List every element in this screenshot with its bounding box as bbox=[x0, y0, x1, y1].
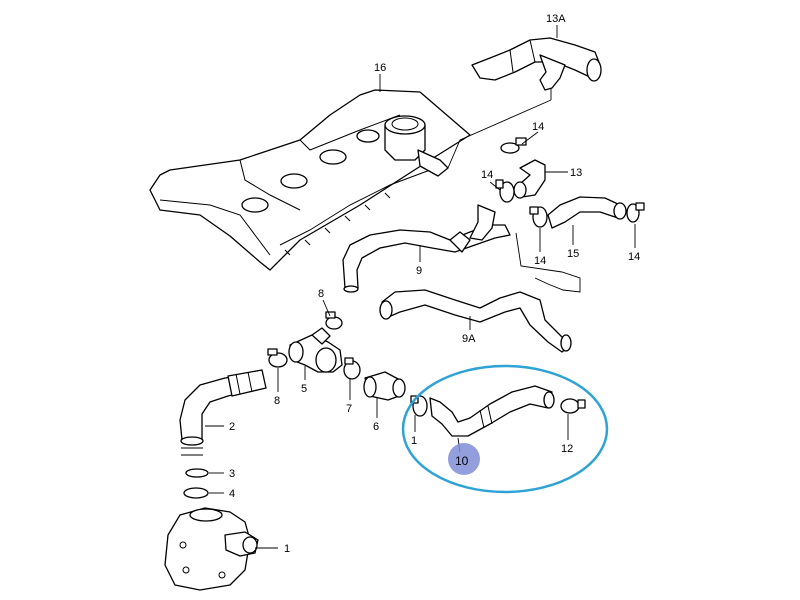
callout-1: 1 bbox=[284, 543, 290, 555]
callout-1-hose: 1 bbox=[411, 435, 417, 447]
o-ring-4 bbox=[183, 487, 209, 499]
highlight-marker bbox=[448, 443, 480, 475]
elbow-hose-13 bbox=[513, 159, 546, 199]
breather-pipe-9a bbox=[379, 289, 572, 353]
callout-14-a: 14 bbox=[532, 121, 544, 133]
callout-2: 2 bbox=[229, 421, 235, 433]
breather-pipe-9 bbox=[342, 204, 511, 293]
engine-cover bbox=[149, 89, 471, 271]
connector-5 bbox=[288, 327, 343, 373]
clamp-14b bbox=[495, 179, 515, 203]
breather-hose-13a bbox=[471, 37, 602, 91]
callout-3: 3 bbox=[229, 468, 235, 480]
callout-14-c: 14 bbox=[534, 255, 546, 267]
clamp-14c bbox=[529, 206, 548, 228]
leader-lines bbox=[205, 25, 636, 549]
elbow-hose-2 bbox=[179, 369, 267, 456]
callout-10: 10 bbox=[455, 454, 469, 468]
hose-10 bbox=[410, 385, 555, 437]
clamp-8-lower bbox=[267, 348, 288, 368]
highlight-ring bbox=[401, 364, 609, 494]
callout-6: 6 bbox=[373, 421, 379, 433]
callout-12: 12 bbox=[561, 443, 573, 455]
clamp-14d bbox=[626, 202, 645, 223]
valve-6 bbox=[363, 371, 406, 401]
callout-9a: 9A bbox=[462, 333, 476, 345]
callout-4: 4 bbox=[229, 488, 235, 500]
callout-13: 13 bbox=[570, 167, 582, 179]
clamp-12 bbox=[560, 398, 586, 414]
callout-15: 15 bbox=[567, 248, 579, 260]
clamp-7 bbox=[343, 357, 361, 380]
pressure-valve-1 bbox=[164, 507, 259, 591]
clamp-8-upper bbox=[325, 311, 343, 330]
callout-13a: 13A bbox=[546, 13, 566, 25]
clamp-11 bbox=[410, 395, 428, 417]
clamp-14a bbox=[500, 137, 527, 154]
hose-15 bbox=[547, 196, 627, 229]
callout-14-b: 14 bbox=[481, 169, 493, 181]
callout-8-lower: 8 bbox=[274, 395, 280, 407]
callout-8-upper: 8 bbox=[318, 288, 324, 300]
callout-16: 16 bbox=[374, 62, 386, 74]
callout-7: 7 bbox=[346, 403, 352, 415]
callout-5: 5 bbox=[301, 383, 307, 395]
o-ring-3 bbox=[185, 468, 209, 478]
callout-9: 9 bbox=[416, 265, 422, 277]
hose-clamps-14 bbox=[495, 137, 645, 228]
callout-14-d: 14 bbox=[628, 251, 640, 263]
